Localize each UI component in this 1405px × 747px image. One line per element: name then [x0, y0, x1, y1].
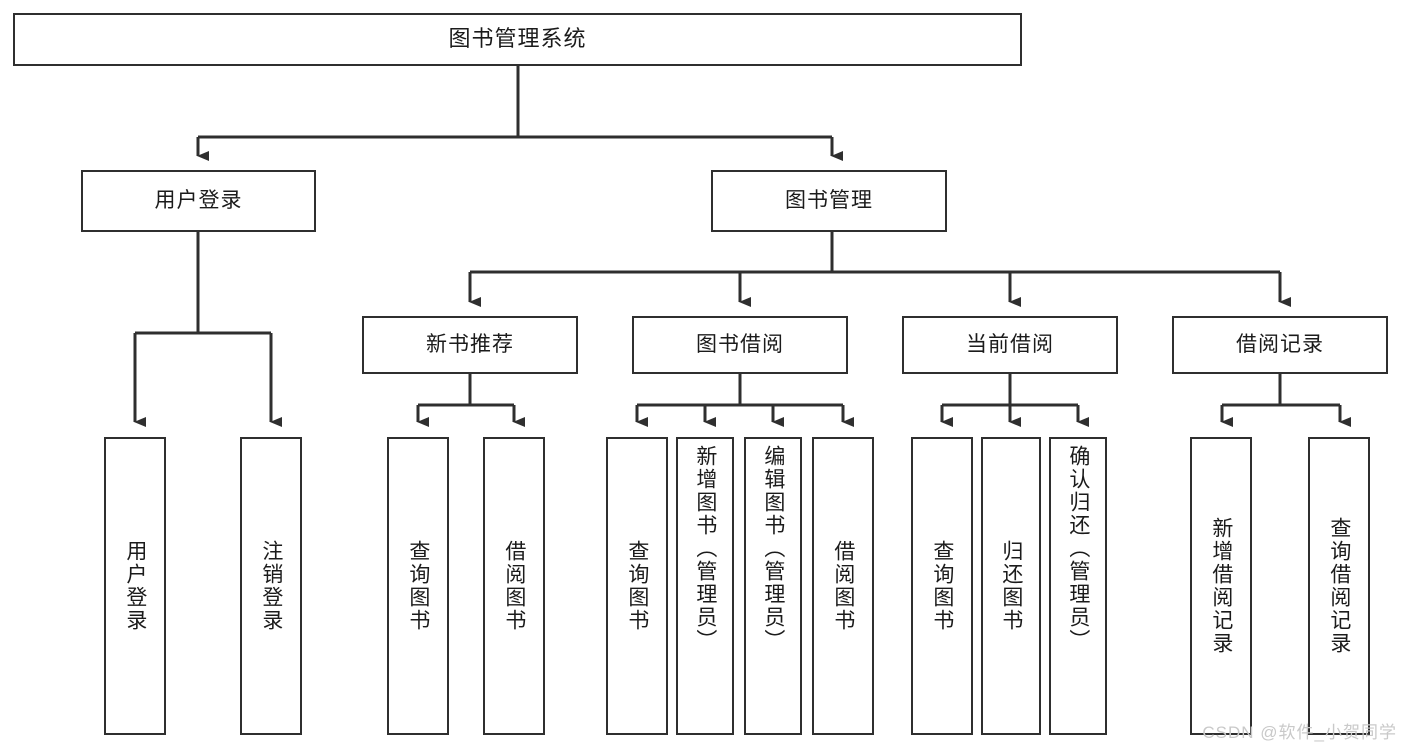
- node-label: 查询图书: [930, 540, 954, 632]
- node-borrow-record[interactable]: 借阅记录: [1172, 316, 1388, 374]
- leaf-logout[interactable]: 注销登录: [240, 437, 302, 735]
- node-label: 借阅图书: [502, 540, 526, 632]
- leaf-confirm-return-admin[interactable]: 确认归还（管理员）: [1049, 437, 1107, 735]
- leaf-return-book[interactable]: 归还图书: [981, 437, 1041, 735]
- csdn-watermark: CSDN @软件_小贺同学: [1202, 723, 1397, 742]
- leaf-borrow-book-recommend[interactable]: 借阅图书: [483, 437, 545, 735]
- leaf-query-book-current[interactable]: 查询图书: [911, 437, 973, 735]
- node-label: 确认归还（管理员）: [1066, 445, 1090, 652]
- leaf-user-login[interactable]: 用户登录: [104, 437, 166, 735]
- leaf-query-book-recommend[interactable]: 查询图书: [387, 437, 449, 735]
- node-label: 新增借阅记录: [1209, 517, 1233, 655]
- leaf-borrow-book[interactable]: 借阅图书: [812, 437, 874, 735]
- node-book-borrow[interactable]: 图书借阅: [632, 316, 848, 374]
- node-label: 编辑图书（管理员）: [761, 445, 785, 652]
- leaf-query-book-borrow[interactable]: 查询图书: [606, 437, 668, 735]
- node-book-management[interactable]: 图书管理: [711, 170, 947, 232]
- node-label: 归还图书: [999, 540, 1023, 632]
- node-label: 查询图书: [406, 540, 430, 632]
- node-label: 新书推荐: [426, 333, 514, 357]
- leaf-add-borrow-record[interactable]: 新增借阅记录: [1190, 437, 1252, 735]
- node-label: 图书管理: [785, 189, 873, 213]
- node-user-login[interactable]: 用户登录: [81, 170, 316, 232]
- node-label: 图书管理系统: [448, 26, 587, 52]
- node-label: 查询借阅记录: [1327, 517, 1351, 655]
- node-label: 图书借阅: [696, 333, 784, 357]
- node-label: 借阅图书: [831, 540, 855, 632]
- node-current-borrow[interactable]: 当前借阅: [902, 316, 1118, 374]
- node-label: 用户登录: [154, 189, 243, 213]
- node-label: 用户登录: [123, 540, 147, 632]
- node-label: 当前借阅: [966, 333, 1054, 357]
- node-label: 注销登录: [259, 540, 283, 632]
- leaf-query-borrow-record[interactable]: 查询借阅记录: [1308, 437, 1370, 735]
- node-label: 借阅记录: [1236, 333, 1324, 357]
- leaf-add-book-admin[interactable]: 新增图书（管理员）: [676, 437, 734, 735]
- node-label: 新增图书（管理员）: [693, 445, 717, 652]
- node-new-book-recommend[interactable]: 新书推荐: [362, 316, 578, 374]
- leaf-edit-book-admin[interactable]: 编辑图书（管理员）: [744, 437, 802, 735]
- node-label: 查询图书: [625, 540, 649, 632]
- node-book-management-system[interactable]: 图书管理系统: [13, 13, 1022, 66]
